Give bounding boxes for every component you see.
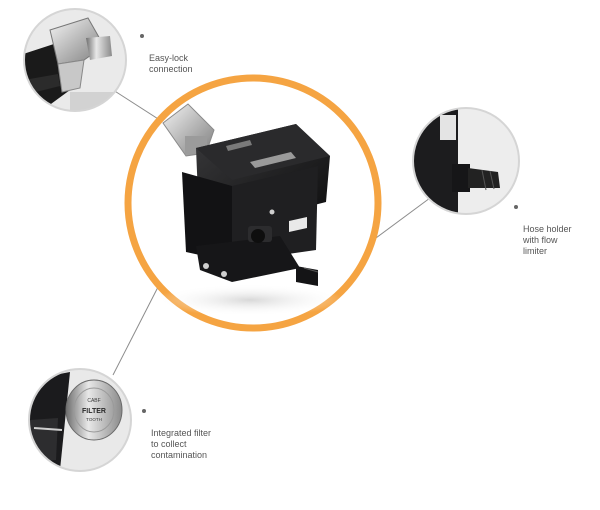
integrated-filter-closeup-icon: CABF FILTER TOOTH	[28, 368, 132, 472]
bullet-dot	[142, 409, 146, 413]
hose-holder-closeup-icon	[412, 107, 520, 215]
easy-lock-connection-label: Easy-lock connection	[140, 31, 193, 75]
filter-cap-top-text: CABF	[87, 398, 100, 404]
easy-lock-connection-closeup-icon	[23, 8, 127, 112]
integrated-filter-label: Integrated filter to collect contaminati…	[142, 406, 212, 461]
integrated-filter-text: Integrated filter to collect contaminati…	[151, 428, 212, 460]
bullet-dot	[514, 205, 518, 209]
easy-lock-connection-text: Easy-lock connection	[149, 53, 193, 74]
filter-cap-bottom-text: TOOTH	[86, 417, 102, 422]
bullet-dot	[140, 34, 144, 38]
hose-holder-text: Hose holder with flow limiter	[523, 224, 572, 256]
hose-holder-label: Hose holder with flow limiter	[514, 202, 572, 257]
condensate-drain-device	[155, 103, 345, 316]
filter-cap-label: FILTER	[82, 408, 106, 415]
